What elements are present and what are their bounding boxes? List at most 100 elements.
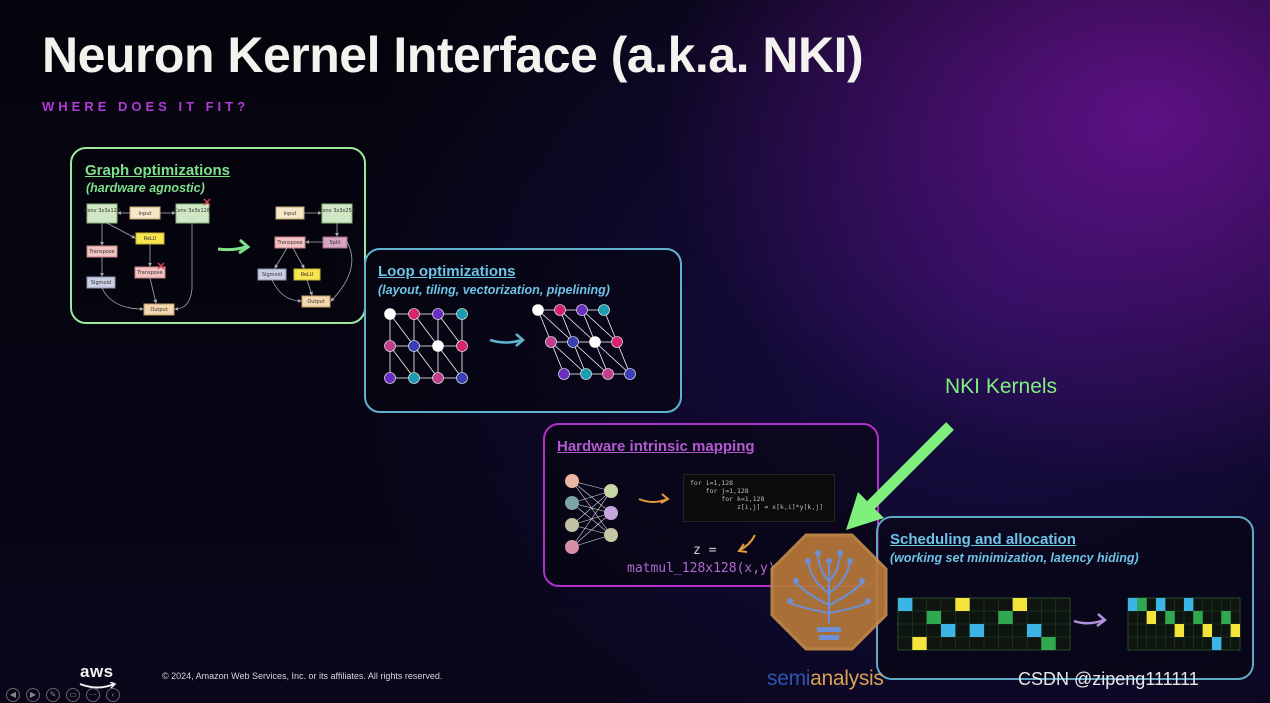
scheduling-allocation-panel: Scheduling and allocation (working set m… [876,516,1254,680]
loop-node [558,368,570,380]
semianalysis-logo [770,533,888,651]
schedule-block [912,637,927,650]
schedule-block [969,624,984,637]
svg-text:Input: Input [284,211,297,217]
loop-node [580,368,592,380]
svg-text:ReLU: ReLU [301,272,314,278]
schedule-block [955,598,970,611]
node-transpose-c: Transpose [274,236,306,249]
node-transpose-b: Transpose [134,266,166,279]
loop-node [554,304,566,316]
schedule-block [1146,611,1156,624]
schedule-block [926,611,941,624]
svg-text:Split: Split [329,240,340,246]
loop-node [384,372,396,384]
nki-kernels-label: NKI Kernels [945,375,1058,398]
node-input-a: Input [129,206,161,220]
svg-text:Conv 3x3x128: Conv 3x3x128 [174,208,210,214]
code-z-assign: z = [693,543,717,558]
slides-icon[interactable]: ▭ [66,688,80,702]
loop-node [456,372,468,384]
node-split: Split [322,236,348,249]
loop-optimizations-panel: Loop optimizations (layout, tiling, vect… [364,248,682,413]
aws-logo: aws [80,662,114,681]
schedule-block [1174,624,1184,637]
more-icon[interactable]: ⋯ [86,688,100,702]
neural-net-diagram [565,474,756,554]
graph-panel-title: Graph optimizations [85,162,231,179]
loop-node [456,340,468,352]
schedule-block [1212,637,1222,650]
loop-node [624,368,636,380]
loop-node [598,304,610,316]
graph-optimizations-panel: Graph optimizations (hardware agnostic) … [70,147,366,324]
loop-node [408,308,420,320]
node-conv-c: Conv 3x3x256 [319,203,355,224]
schedule-block [1156,598,1166,611]
schedule-block [1041,637,1056,650]
play-icon[interactable]: ▶ [26,688,40,702]
loop-node [602,368,614,380]
schedule-block [1027,624,1042,637]
hw-arrow-down [739,534,756,551]
schedule-diagram [897,597,1241,651]
aws-smile-icon [79,682,117,689]
svg-text:Output: Output [307,299,324,305]
slide-toolbar: ◀ ▶ ✎ ▭ ⋯ ‹ [0,688,120,702]
csdn-watermark: CSDN @zipeng111111 [1018,669,1199,689]
schedule-block [1193,611,1203,624]
semianalysis-wordmark: semianalysis [767,667,884,690]
loop-node [576,304,588,316]
pen-icon[interactable]: ✎ [46,688,60,702]
svg-text:Sigmoid: Sigmoid [262,272,282,278]
loop-node [384,340,396,352]
nki-callout-arrow [846,422,954,530]
loop-transform-arrow [489,338,523,344]
slide-title: Neuron Kernel Interface (a.k.a. NKI) [42,27,864,83]
schedule-block [1230,624,1240,637]
node-relu-b: ReLU [293,268,321,281]
sched-panel-subtitle: (working set minimization, latency hidin… [890,551,1139,565]
svg-text:Conv 3x3x256: Conv 3x3x256 [319,208,355,214]
loop-node [545,336,557,348]
loop-node [611,336,623,348]
schedule-block [1012,598,1027,611]
node-sigmoid-a: Sigmoid [86,276,116,289]
loop-node [432,372,444,384]
sched-panel-title: Scheduling and allocation [890,531,1076,548]
node-output-b: Output [301,295,331,308]
svg-text:Output: Output [150,307,167,313]
loop-node [432,308,444,320]
node-input-b: Input [275,206,305,220]
schedule-block [1137,598,1147,611]
loop-node [432,340,444,352]
loop-node [589,336,601,348]
node-sigmoid-b: Sigmoid [257,268,287,281]
schedule-block [998,611,1013,624]
graph-diagram: Conv 3x3x128 Input Conv 3x3x128 ReLU Tra… [84,198,355,316]
prev-slide-icon[interactable]: ◀ [6,688,20,702]
schedule-block [898,598,913,611]
graph-panel-subtitle: (hardware agnostic) [86,181,205,195]
sched-transform-arrow [1073,618,1105,625]
node-transpose-a: Transpose [86,245,118,258]
svg-text:ReLU: ReLU [144,236,157,242]
loop-node [456,308,468,320]
loop-diagram [384,304,636,384]
node-output-a: Output [143,303,175,316]
schedule-block [1202,624,1212,637]
svg-text:Input: Input [139,211,152,217]
loop-node [408,340,420,352]
schedule-block [1165,611,1175,624]
schedule-block [1184,598,1194,611]
copyright-text: © 2024, Amazon Web Services, Inc. or its… [162,671,443,681]
loop-panel-subtitle: (layout, tiling, vectorization, pipelini… [378,283,610,297]
svg-text:Transpose: Transpose [276,240,302,246]
schedule-block [941,624,956,637]
schedule-block [1128,598,1138,611]
loop-node [408,372,420,384]
loop-node [567,336,579,348]
back-icon[interactable]: ‹ [106,688,120,702]
hw-panel-title: Hardware intrinsic mapping [557,438,755,455]
node-conv-a: Conv 3x3x128 [84,203,120,224]
